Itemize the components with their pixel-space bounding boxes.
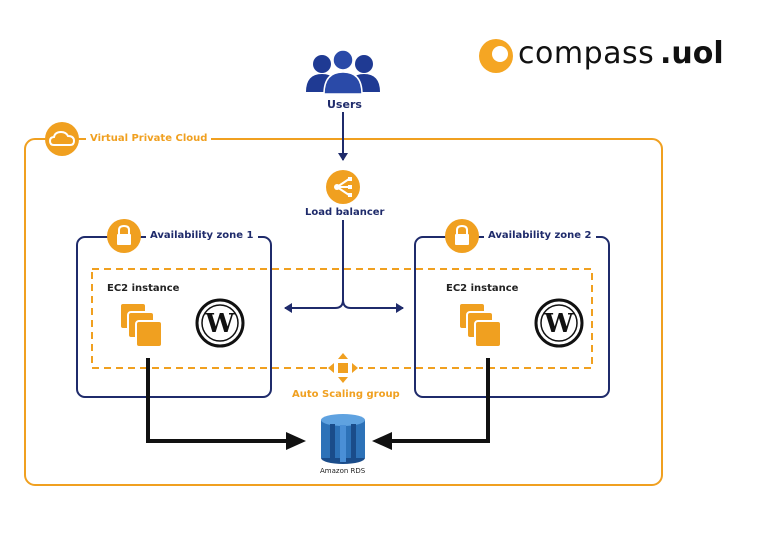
auto-scaling-icon: [327, 352, 359, 384]
database-icon: [321, 414, 365, 464]
ec2-left-to-rds: [146, 358, 290, 443]
wordpress-left-icon: W: [195, 298, 245, 348]
ec2-left-label: EC2 instance: [107, 283, 180, 294]
users-icon: [306, 49, 380, 95]
cloud-icon: [45, 122, 79, 156]
brand-logo: compass .uol: [478, 36, 758, 76]
load-balancer-label: Load balancer: [305, 207, 385, 218]
rds-label: Amazon RDS: [320, 467, 366, 475]
az2-lock-icon: [445, 219, 479, 253]
arrowhead-right-rds: [372, 432, 392, 450]
az2-label: Availability zone 2: [484, 230, 596, 241]
vpc-label: Virtual Private Cloud: [86, 133, 212, 144]
load-balancer-icon: [326, 170, 360, 204]
svg-text:W: W: [204, 309, 235, 339]
ec2-right-to-rds: [388, 358, 490, 443]
svg-text:W: W: [543, 309, 574, 339]
lb-distribution-line: [284, 220, 344, 313]
arrowhead-left-rds: [286, 432, 306, 450]
ec2-right-label: EC2 instance: [446, 283, 519, 294]
brand-name-uol: .uol: [660, 36, 724, 71]
lb-distribution-line-right: [342, 299, 404, 313]
users-label: Users: [327, 98, 362, 111]
az1-label: Availability zone 1: [146, 230, 258, 241]
auto-scaling-label: Auto Scaling group: [292, 389, 400, 400]
ec2-right-instances-icon: [458, 302, 502, 348]
ec2-left-instances-icon: [119, 302, 163, 348]
brand-logo-mark: [479, 39, 513, 73]
wordpress-right-icon: W: [534, 298, 584, 348]
az1-lock-icon: [107, 219, 141, 253]
brand-name-compass: compass: [518, 36, 655, 71]
